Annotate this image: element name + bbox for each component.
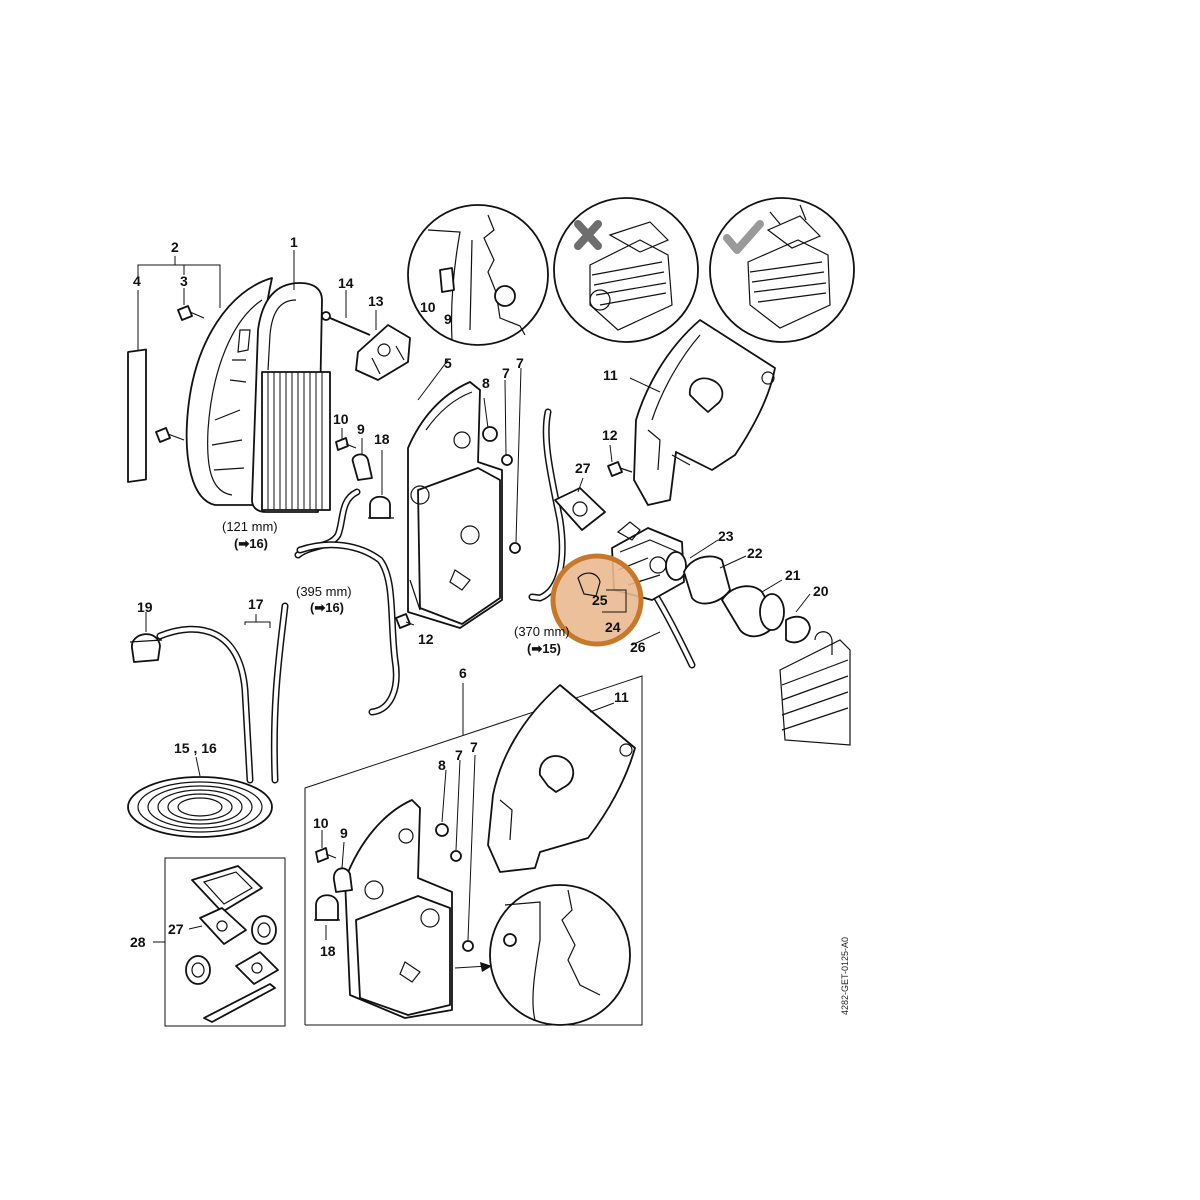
part-14-bolt[interactable]	[321, 311, 371, 336]
callout-labels: 1 2 3 4 14 13 10 9 5 8 7 7 10 9 18 12 11…	[130, 234, 829, 959]
part-13-bracket[interactable]	[355, 324, 411, 381]
label-7-top-b: 7	[516, 355, 524, 371]
label-26: 26	[630, 639, 646, 655]
label-5: 5	[444, 355, 452, 371]
detail-circle-bottom[interactable]	[489, 884, 631, 1026]
label-28: 28	[130, 934, 146, 950]
label-24: 24	[605, 619, 621, 635]
bottom-assembly-frame[interactable]	[304, 675, 643, 1026]
check-icon	[723, 220, 764, 254]
intake-parts[interactable]	[665, 551, 811, 644]
label-12-right: 12	[602, 427, 618, 443]
housing-nuts-bottom[interactable]	[435, 823, 474, 952]
label-17: 17	[248, 596, 264, 612]
measurement-notes: (121 mm) (➡16) (395 mm) (➡16) (370 mm) (…	[222, 519, 570, 656]
part-19-primer-bulb[interactable]	[129, 633, 163, 663]
bottom-assembly-arrow	[454, 962, 492, 972]
part-9-10-top[interactable]	[335, 437, 373, 481]
label-2: 2	[171, 239, 179, 255]
label-11-bottom: 11	[614, 689, 629, 705]
label-9-bottom: 9	[340, 825, 348, 841]
label-3: 3	[180, 273, 188, 289]
label-10-top: 10	[333, 411, 349, 427]
housing-top[interactable]	[407, 381, 503, 629]
label-18-bottom: 18	[320, 943, 336, 959]
label-22: 22	[747, 545, 763, 561]
label-9-detail: 9	[444, 311, 452, 327]
label-8-bottom: 8	[438, 757, 446, 773]
correct-engine-circle[interactable]	[709, 197, 855, 343]
label-10-detail: 10	[420, 299, 436, 315]
label-6: 6	[459, 665, 467, 681]
air-filter-element[interactable]	[251, 282, 331, 513]
drawing-code: 4282-GET-0125-A0	[840, 937, 850, 1015]
label-12-left: 12	[418, 631, 434, 647]
callout-17-bracket	[244, 614, 271, 628]
shroud-bottom[interactable]	[487, 684, 636, 873]
label-7-bottom-b: 7	[470, 739, 478, 755]
part-18-primer-top[interactable]	[368, 495, 394, 519]
measure-121mm: (121 mm)	[222, 519, 278, 534]
engine-block[interactable]	[779, 631, 851, 746]
part-27-gasket-top[interactable]	[554, 487, 606, 531]
label-27-kit: 27	[168, 921, 184, 937]
label-7-top-a: 7	[502, 365, 510, 381]
label-10-bottom: 10	[313, 815, 329, 831]
measure-370mm: (370 mm)	[514, 624, 570, 639]
part-15-16-coil[interactable]	[127, 776, 273, 838]
label-13: 13	[368, 293, 384, 309]
ref-395mm: (➡16)	[310, 600, 344, 615]
cross-icon	[574, 220, 602, 250]
housing-bottom[interactable]	[344, 799, 453, 1019]
hose-26[interactable]	[648, 586, 696, 669]
part-9-10-bottom[interactable]	[315, 847, 353, 893]
label-4: 4	[133, 273, 141, 289]
filter-label-sticker[interactable]	[127, 348, 147, 483]
kit-28-frame[interactable]	[153, 857, 286, 1027]
shroud-top[interactable]	[633, 319, 776, 506]
label-23: 23	[718, 528, 734, 544]
part-12-screw-left[interactable]	[395, 613, 411, 629]
part-17-fuel-lines[interactable]	[156, 602, 289, 784]
ref-370mm: (➡15)	[527, 641, 561, 656]
part-12-screw-right[interactable]	[607, 461, 633, 477]
label-18-top: 18	[374, 431, 390, 447]
wrong-engine-circle[interactable]	[553, 197, 699, 343]
label-15-16: 15 , 16	[174, 740, 217, 756]
callout-2-bracket	[137, 250, 295, 350]
label-11-top: 11	[603, 367, 618, 383]
highlight-circle[interactable]	[550, 553, 644, 647]
label-14: 14	[338, 275, 354, 291]
housing-nuts-top[interactable]	[482, 426, 521, 554]
label-7-bottom-a: 7	[455, 747, 463, 763]
label-19: 19	[137, 599, 153, 615]
measure-395mm: (395 mm)	[296, 584, 352, 599]
hose-395mm[interactable]	[296, 541, 400, 716]
label-20: 20	[813, 583, 829, 599]
hose-370mm[interactable]	[528, 408, 566, 602]
ref-121mm: (➡16)	[234, 536, 268, 551]
label-25: 25	[592, 592, 608, 608]
leader-lines	[145, 290, 811, 941]
label-9-top: 9	[357, 421, 365, 437]
label-27-top: 27	[575, 460, 591, 476]
filter-screws[interactable]	[155, 305, 205, 443]
label-21: 21	[785, 567, 801, 583]
label-8-top: 8	[482, 375, 490, 391]
kit-28-parts[interactable]	[185, 865, 279, 1023]
label-1: 1	[290, 234, 298, 250]
detail-circle-top[interactable]	[407, 204, 549, 346]
part-18-primer-bottom[interactable]	[314, 894, 340, 921]
